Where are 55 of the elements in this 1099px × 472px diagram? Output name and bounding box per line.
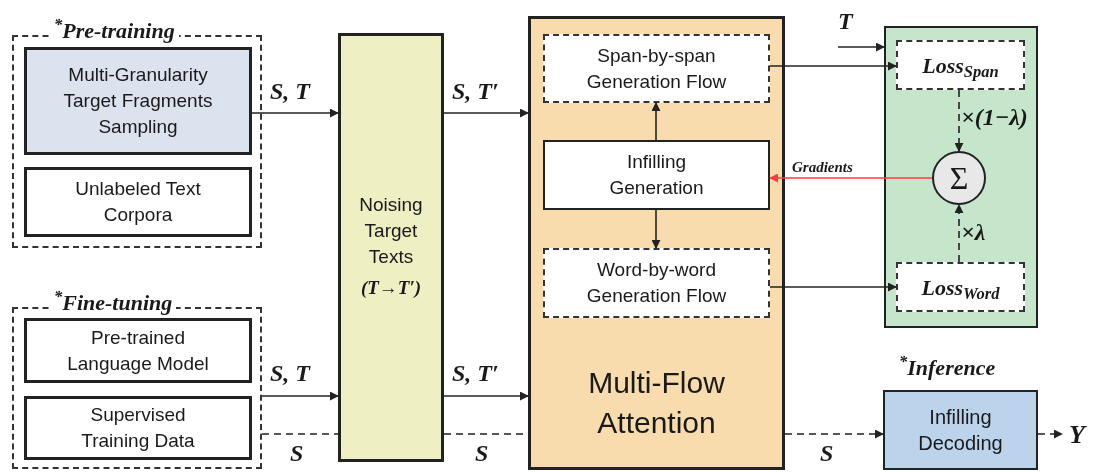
node-label: Loss$_{Word}$ bbox=[921, 273, 1000, 304]
loss-box bbox=[896, 40, 1025, 90]
process-box bbox=[24, 318, 252, 383]
node-label: Supervised Training Data bbox=[80, 403, 196, 453]
node-label: Σ bbox=[949, 162, 969, 194]
dashed-arrow bbox=[784, 429, 884, 439]
process-box bbox=[24, 167, 252, 237]
edge-label: ×(1−λ) bbox=[961, 103, 1028, 132]
arrow bbox=[769, 61, 897, 71]
box-shape bbox=[884, 26, 1038, 328]
arrow bbox=[769, 173, 933, 183]
edge-label: S, T bbox=[270, 359, 310, 388]
process-box bbox=[543, 140, 770, 210]
arrow bbox=[651, 102, 661, 141]
node-label: Y bbox=[1069, 418, 1085, 451]
node-label: Noising Target Texts bbox=[358, 193, 424, 270]
arrow bbox=[769, 282, 897, 292]
edge-label: ×λ bbox=[961, 218, 986, 247]
process-box bbox=[543, 248, 770, 318]
loss-box bbox=[896, 262, 1025, 312]
node-label: Multi-Flow Attention bbox=[587, 365, 726, 441]
formula-label: (T→T′) bbox=[360, 276, 422, 301]
module-panel bbox=[528, 16, 785, 470]
node-label: Unlabeled Text Corpora bbox=[74, 177, 202, 227]
arrow bbox=[651, 209, 661, 249]
edge-label: S, T bbox=[270, 77, 310, 106]
dashed-arrow bbox=[1037, 429, 1063, 439]
arrow bbox=[837, 42, 885, 52]
node-label: Pre-trained Language Model bbox=[66, 325, 210, 376]
stage-heading: $^{*}$Inference bbox=[899, 354, 996, 382]
node-label: Span-by-span Generation Flow bbox=[585, 43, 728, 94]
edge-label: T bbox=[838, 7, 853, 36]
dashed-arrow bbox=[954, 89, 964, 152]
node-label: Infilling Generation bbox=[608, 150, 705, 200]
group-heading: $^{*}$Pre-training bbox=[50, 17, 179, 45]
edge-label: S bbox=[290, 439, 304, 468]
process-box bbox=[543, 34, 770, 103]
node-label: Word-by-word Generation Flow bbox=[585, 258, 728, 308]
arrow bbox=[261, 391, 339, 401]
process-box bbox=[24, 47, 252, 155]
edge-label: S, T′ bbox=[452, 77, 499, 106]
arrow bbox=[443, 108, 529, 118]
arrow bbox=[251, 108, 339, 118]
edge-label: S bbox=[475, 439, 489, 468]
dashed-arrow bbox=[954, 204, 964, 263]
node-label: Loss$_{Span}$ bbox=[922, 51, 999, 82]
arrow bbox=[443, 391, 529, 401]
node-label: Multi-Granularity Target Fragments Sampling bbox=[62, 63, 214, 139]
group-heading: $^{*}$Fine-tuning bbox=[50, 289, 177, 317]
node-label: Infilling Decoding bbox=[917, 405, 1004, 456]
edge-label: S, T′ bbox=[452, 359, 499, 388]
process-box bbox=[338, 33, 444, 462]
edge-label: Gradients bbox=[792, 158, 853, 177]
process-box bbox=[24, 396, 252, 460]
edge-label: S bbox=[820, 439, 834, 468]
